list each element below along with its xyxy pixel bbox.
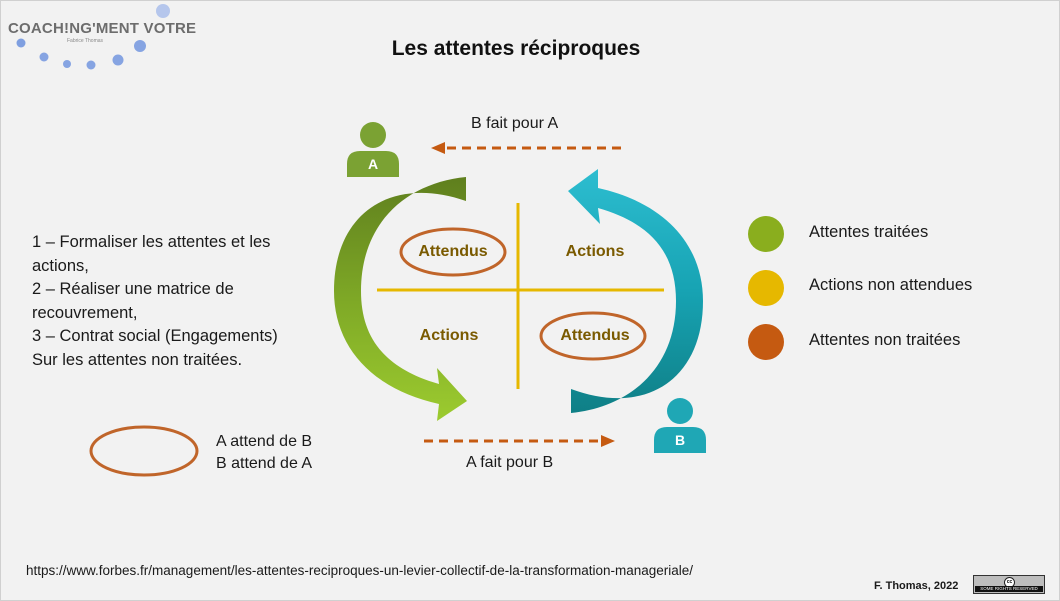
quadrant-top-right: Actions [565, 243, 625, 260]
green-cycle-arrow [334, 177, 467, 421]
logo-dot [134, 40, 146, 52]
legend-label-untreated: Attentes non traitées [809, 331, 961, 349]
logo-dot [63, 60, 71, 68]
logo-dots [16, 4, 170, 70]
logo-dot [16, 38, 26, 48]
quadrant-ellipse-top-left [399, 227, 507, 277]
person-b-label: B [674, 432, 686, 448]
quadrant-ellipse-bottom-right [539, 311, 647, 361]
ellipse-legend-line2: B attend de A [216, 455, 313, 472]
legend-ellipse [89, 425, 199, 477]
logo-dot [156, 4, 170, 18]
dashed-arrow-top [431, 142, 621, 154]
quadrant-top-left: Attendus [418, 243, 488, 260]
logo-brand: COACH!NG'MENT VOTRE [8, 20, 197, 37]
ellipse-legend-text: A attend de B B attend de A [216, 431, 312, 475]
quadrant-bottom-right: Attendus [560, 327, 630, 344]
step-line: 1 – Formaliser les attentes et les [32, 233, 271, 251]
legend-circle-green [748, 216, 784, 252]
logo-dot [112, 54, 124, 66]
dashed-arrow-bottom [424, 435, 615, 447]
cc-license-text: SOME RIGHTS RESERVED [975, 586, 1043, 592]
legend-label-unexpected: Actions non attendues [809, 276, 973, 294]
author-credit: F. Thomas, 2022 [874, 580, 959, 592]
step-line: recouvrement, [32, 303, 138, 322]
person-a-icon [347, 122, 399, 177]
legend-circle-orange [748, 324, 784, 360]
quadrant-bottom-left: Actions [419, 327, 479, 344]
step-line: Sur les attentes non traitées. [32, 350, 243, 369]
arrow-top-label: B fait pour A [471, 115, 559, 132]
teal-cycle-arrow [568, 169, 703, 413]
legend-label-treated: Attentes traitées [809, 223, 929, 241]
logo-dot [86, 60, 96, 70]
step-line: 2 – Réaliser une matrice de [32, 280, 234, 298]
ellipse-legend-line1: A attend de B [216, 433, 313, 450]
steps-list: 1 – Formaliser les attentes et les actio… [32, 231, 332, 372]
source-url: https://www.forbes.fr/management/les-att… [26, 563, 694, 578]
arrow-bottom-label: A fait pour B [466, 454, 554, 471]
step-line: 3 – Contrat social (Engagements) [32, 327, 278, 345]
cc-license-badge: cc SOME RIGHTS RESERVED [973, 575, 1045, 594]
person-b-icon [654, 398, 706, 453]
step-line: actions, [32, 256, 89, 275]
logo-dot [39, 52, 49, 62]
legend-circle-yellow [748, 270, 784, 306]
person-a-label: A [367, 156, 379, 172]
logo-subtitle: Fabrice Thomas [67, 38, 104, 44]
page-title: Les attentes réciproques [391, 37, 641, 60]
